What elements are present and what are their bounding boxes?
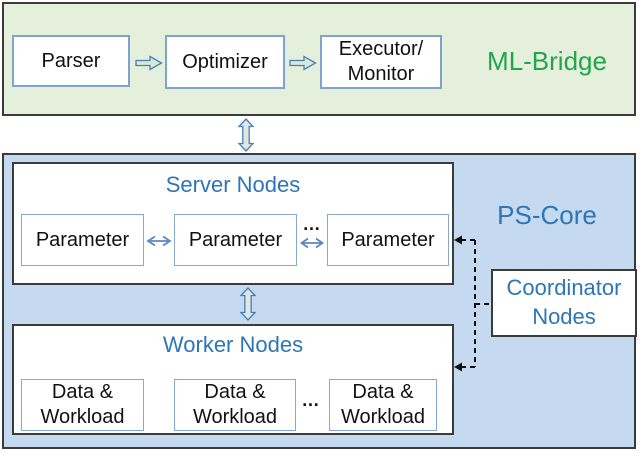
coordinator-nodes-box: Coordinator Nodes <box>491 269 637 337</box>
ml-bridge-container: Parser Optimizer Executor/ Monitor ML-Br… <box>2 2 636 116</box>
server-nodes-box: Server Nodes Parameter Parameter … Param… <box>12 162 454 285</box>
parameter-label: Parameter <box>188 228 283 251</box>
ps-core-title: PS-Core <box>497 200 597 230</box>
worker-ellipsis: … <box>301 390 321 410</box>
double-arrow-vertical-icon <box>237 118 255 152</box>
optimizer-box: Optimizer <box>165 35 285 89</box>
data-workload-box-3: Data & Workload <box>329 379 437 431</box>
flow-arrow-icon <box>135 55 163 71</box>
data-workload-label: Data & Workload <box>340 381 426 428</box>
coordinator-nodes-label: Coordinator Nodes <box>506 275 622 329</box>
parameter-label: Parameter <box>341 228 435 251</box>
server-ellipsis: … <box>302 214 322 234</box>
executor-monitor-box: Executor/ Monitor <box>320 35 442 89</box>
double-arrow-vertical-icon <box>239 287 257 321</box>
data-workload-label: Data & Workload <box>40 381 125 428</box>
flow-arrow-icon <box>289 55 317 71</box>
sync-double-arrow-icon <box>146 235 172 247</box>
data-workload-box-2: Data & Workload <box>174 379 296 431</box>
data-workload-box-1: Data & Workload <box>21 379 144 431</box>
worker-nodes-box: Worker Nodes Data & Workload Data & Work… <box>12 324 454 435</box>
data-workload-label: Data & Workload <box>192 381 278 428</box>
coordinator-dashed-arrows-icon <box>454 235 492 372</box>
worker-nodes-title: Worker Nodes <box>162 332 304 357</box>
parameter-box-1: Parameter <box>21 214 144 266</box>
sync-double-arrow-icon <box>299 237 325 249</box>
ps-core-container: Server Nodes Parameter Parameter … Param… <box>2 153 637 449</box>
parser-box: Parser <box>12 35 130 87</box>
server-nodes-title: Server Nodes <box>165 172 301 197</box>
optimizer-label: Optimizer <box>182 50 268 73</box>
parser-label: Parser <box>41 49 101 72</box>
ml-bridge-title: ML-Bridge <box>487 46 607 76</box>
parameter-box-3: Parameter <box>327 214 449 266</box>
parameter-box-2: Parameter <box>174 214 297 266</box>
parameter-label: Parameter <box>35 228 130 251</box>
executor-monitor-label: Executor/ Monitor <box>338 38 424 85</box>
